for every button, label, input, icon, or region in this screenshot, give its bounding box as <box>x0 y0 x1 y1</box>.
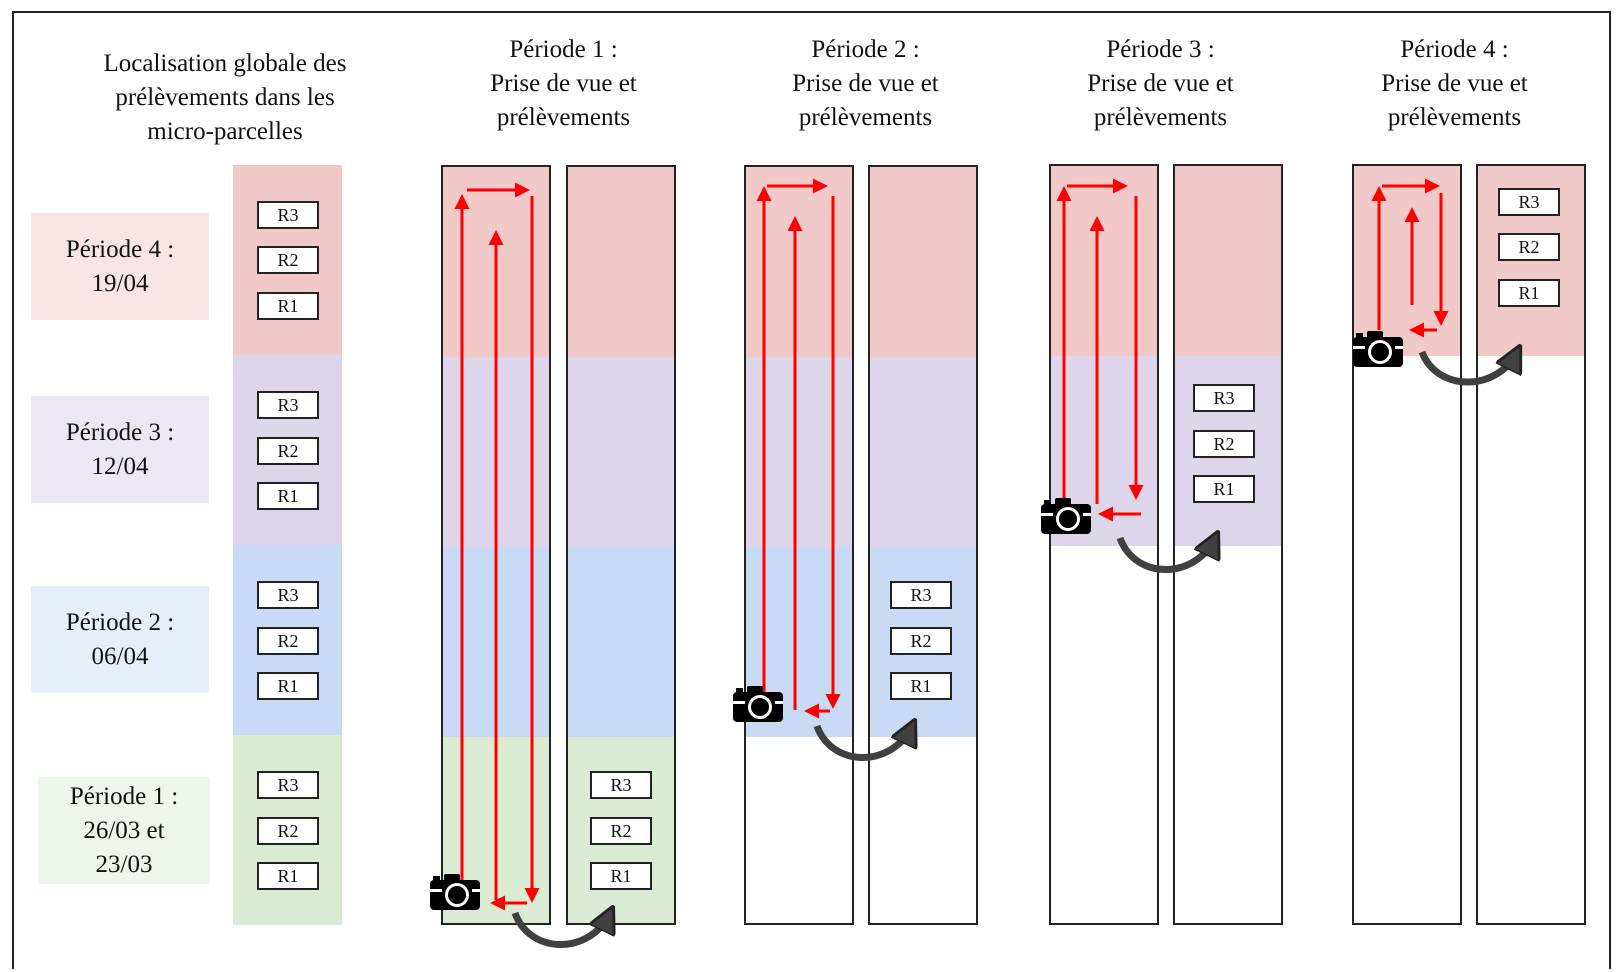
legend-r1-period-4: R1 <box>257 292 319 320</box>
p3-camera-icon <box>1041 498 1091 534</box>
p4-r2: R2 <box>1498 233 1560 261</box>
p3-r1: R1 <box>1193 475 1255 503</box>
p1-r3: R3 <box>590 771 652 799</box>
figure-frame <box>12 11 1611 969</box>
p2-r3: R3 <box>890 581 952 609</box>
p1-r2: R2 <box>590 817 652 845</box>
legend-r2-period-1: R2 <box>257 817 319 845</box>
column-header-period-2: Période 2 : Prise de vue et prélèvements <box>792 36 939 131</box>
p4-camera-icon <box>1353 331 1403 367</box>
legend-r2-period-3: R2 <box>257 437 319 465</box>
p2-sampling-path <box>756 178 841 719</box>
legend-r3-period-3: R3 <box>257 391 319 419</box>
p1-sampling-path <box>454 182 540 911</box>
p1-camera-icon <box>430 874 480 910</box>
p3-sampling-path <box>1056 178 1144 522</box>
column-header-period-4: Période 4 : Prise de vue et prélèvements <box>1381 36 1528 131</box>
p2-transfer-arrow-icon <box>813 726 912 761</box>
p3-r2: R2 <box>1193 430 1255 458</box>
legend-r1-period-1: R1 <box>257 862 319 890</box>
legend-r2-period-2: R2 <box>257 627 319 655</box>
p2-camera-icon <box>733 686 783 722</box>
p4-r1: R1 <box>1498 279 1560 307</box>
period-label-4: Période 4 :19/04 <box>31 213 209 320</box>
p4-transfer-arrow-icon <box>1418 352 1517 386</box>
p4-sampling-path <box>1371 178 1449 338</box>
p1-transfer-arrow-icon <box>511 913 610 948</box>
period-label-3: Période 3 :12/04 <box>31 396 209 503</box>
legend-r3-period-4: R3 <box>257 201 319 229</box>
p2-plot-right <box>868 165 978 925</box>
p4-plot-right <box>1476 164 1586 925</box>
p2-r2: R2 <box>890 627 952 655</box>
p3-r3: R3 <box>1193 384 1255 412</box>
p4-r3: R3 <box>1498 188 1560 216</box>
p1-plot-right <box>566 165 676 925</box>
legend-r1-period-2: R1 <box>257 672 319 700</box>
p3-transfer-arrow-icon <box>1116 538 1215 573</box>
legend-r2-period-4: R2 <box>257 246 319 274</box>
p2-r1: R1 <box>890 672 952 700</box>
legend-r1-period-3: R1 <box>257 482 319 510</box>
period-label-2: Période 2 :06/04 <box>31 586 209 693</box>
p1-r1: R1 <box>590 862 652 890</box>
column-header-period-1: Période 1 : Prise de vue et prélèvements <box>490 36 637 131</box>
legend-r3-period-1: R3 <box>257 771 319 799</box>
legend-title: Localisation globale des prélèvements da… <box>103 50 347 145</box>
legend-r3-period-2: R3 <box>257 581 319 609</box>
column-header-period-3: Période 3 : Prise de vue et prélèvements <box>1087 36 1234 131</box>
